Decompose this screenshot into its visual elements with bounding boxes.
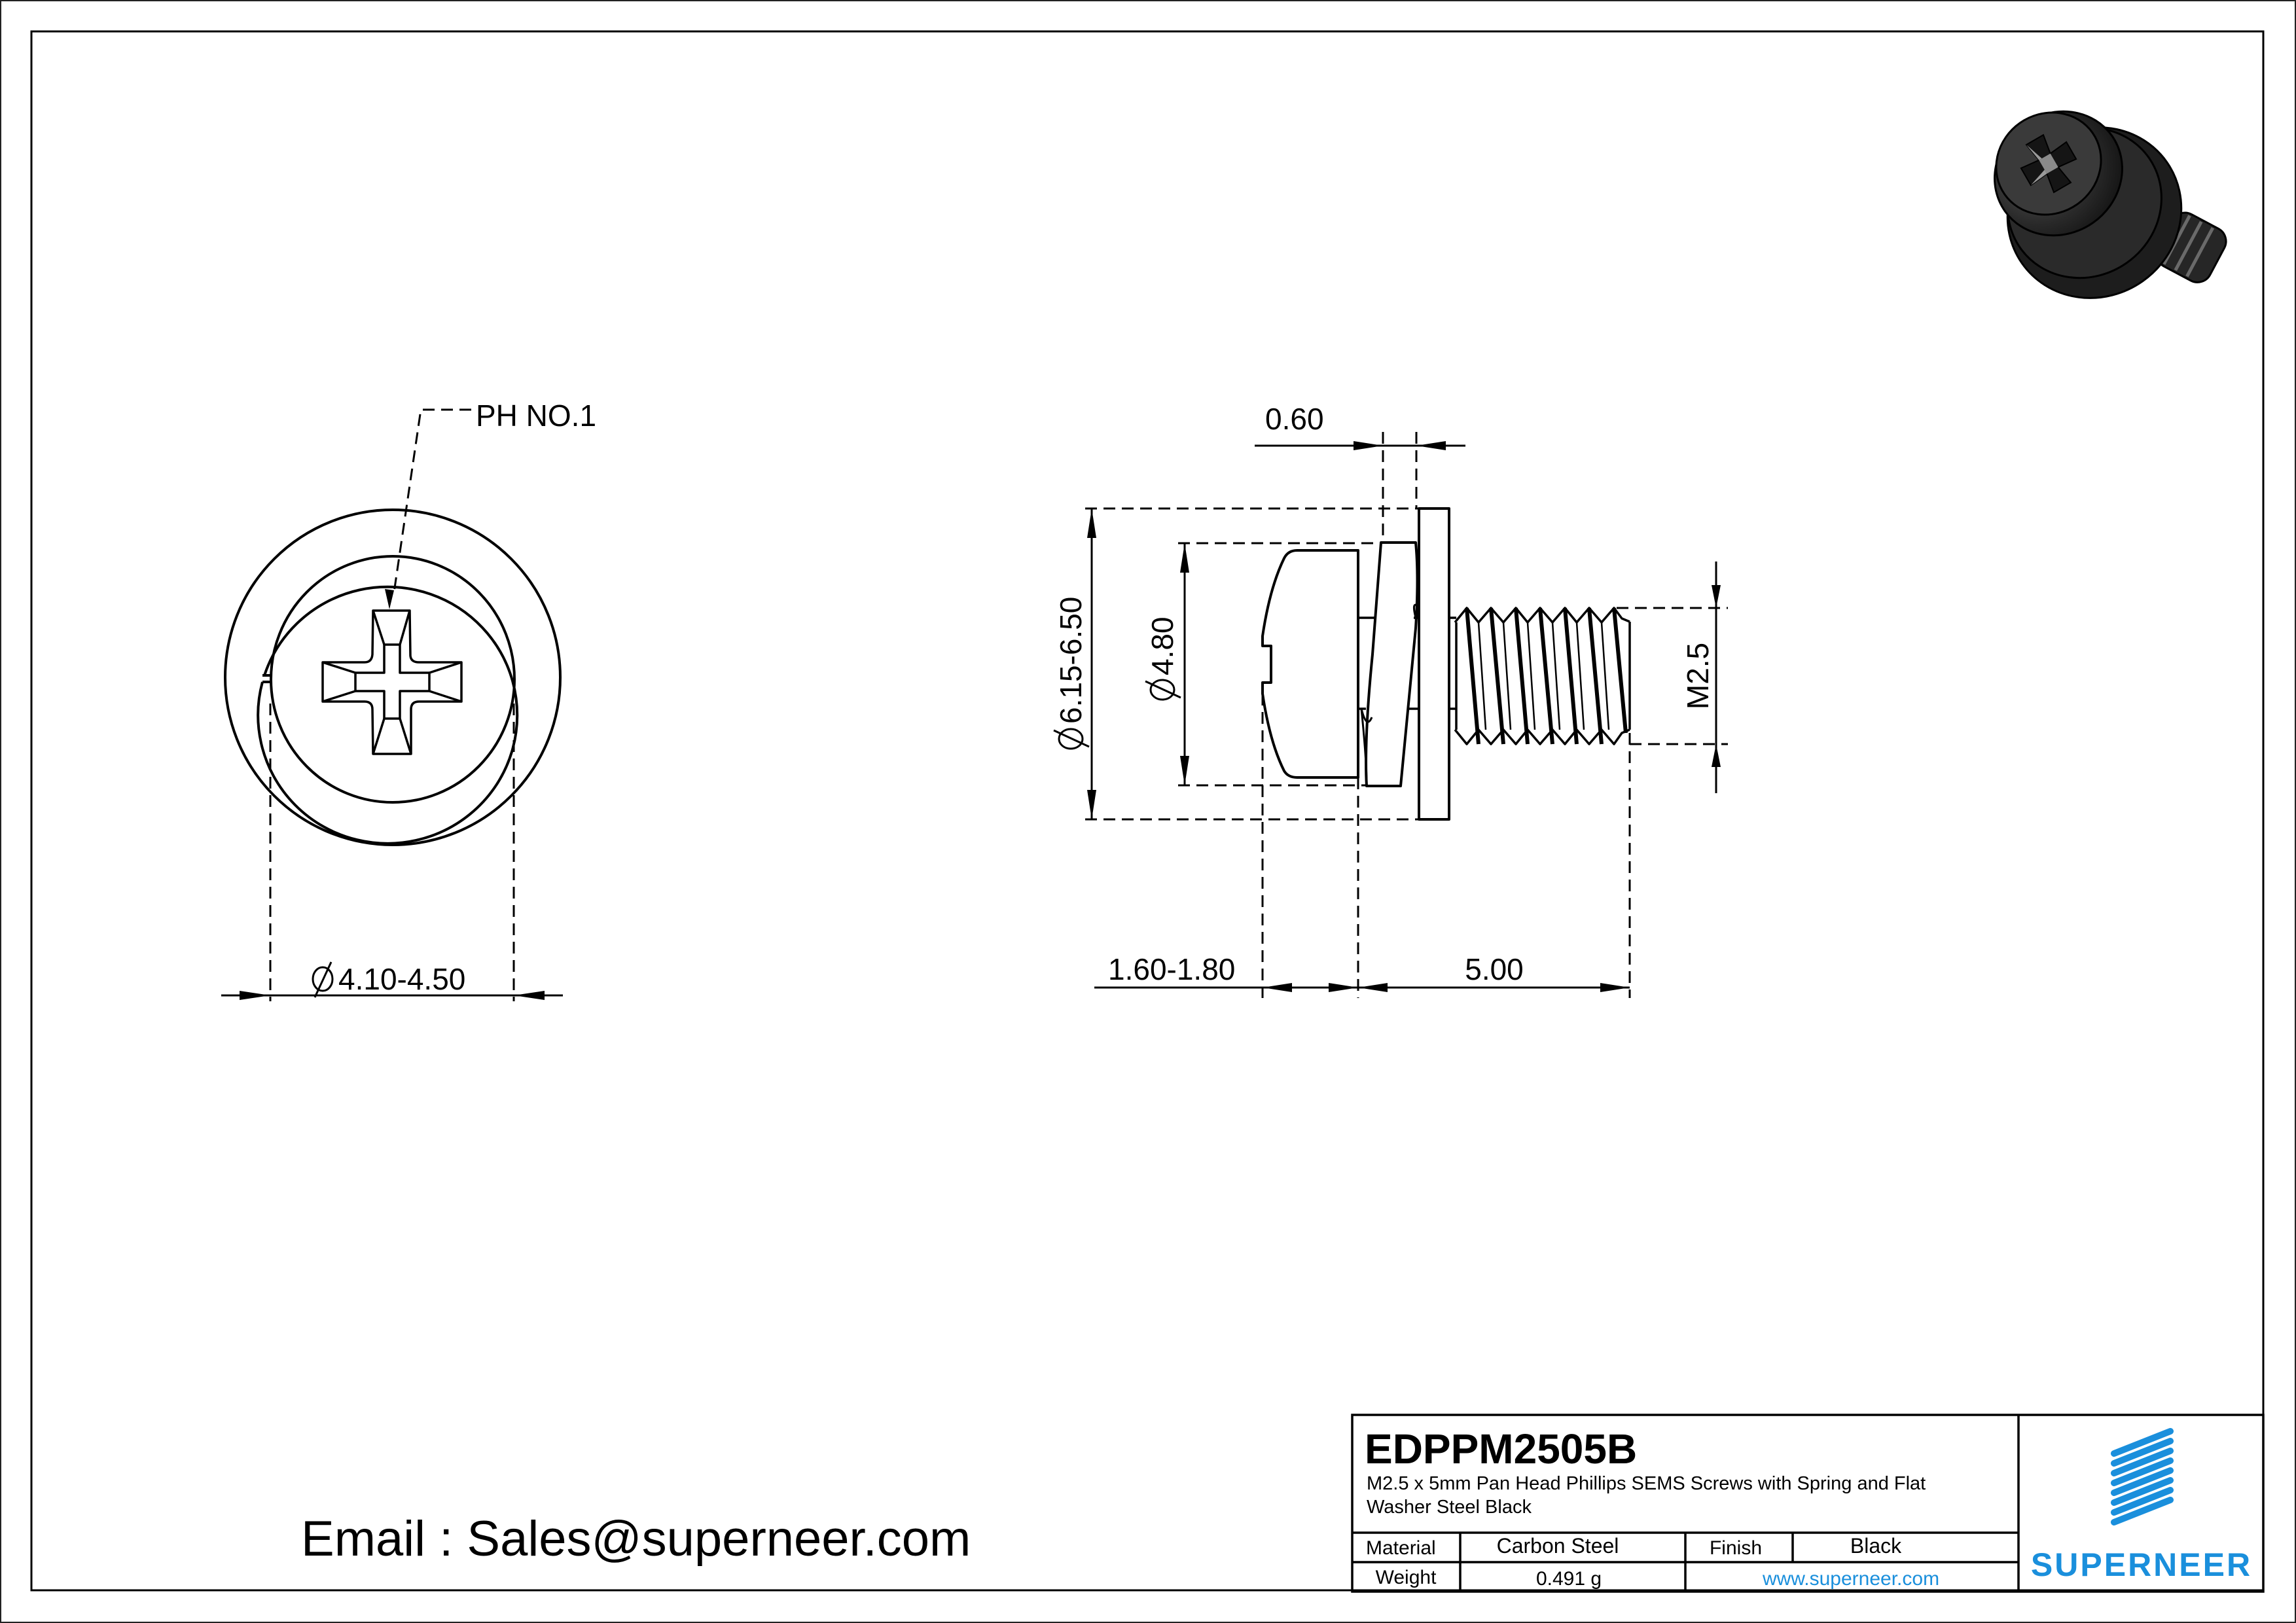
thread-profile: [1454, 607, 1631, 745]
side-view: [1261, 507, 1631, 821]
title-block: [1351, 1414, 2265, 1593]
svg-text:6.15-6.50: 6.15-6.50: [1054, 597, 1088, 724]
spring-washer-outline: [257, 585, 519, 845]
thread-size-dimension: M2.5: [1681, 643, 1715, 709]
material-label: Material: [1366, 1537, 1436, 1559]
screw-3d-render-icon: [1994, 110, 2227, 299]
finish-label: Finish: [1710, 1537, 1762, 1559]
flat-washer-outline: [224, 508, 562, 846]
spring-washer-edge: [1360, 603, 1418, 787]
contact-email[interactable]: Email : Sales@superneer.com: [301, 1511, 971, 1567]
diameter-symbol-icon: [1053, 728, 1090, 750]
website-link[interactable]: www.superneer.com: [1762, 1568, 1939, 1590]
callout-arrowhead: [385, 589, 394, 609]
top-view-diameter-label: 4.10-4.50: [312, 961, 465, 998]
spring-washer-gap: [262, 674, 271, 683]
part-description-line1: M2.5 x 5mm Pan Head Phillips SEMS Screws…: [1367, 1473, 1926, 1494]
head-diameter-dimension: 4.80: [1145, 616, 1181, 701]
head-height-dimension: 1.60-1.80: [1108, 952, 1235, 986]
spring-washer-profile: [1365, 541, 1419, 787]
phillips-size-callout: PH NO.1: [476, 399, 596, 433]
pan-head-outline: [1261, 549, 1359, 779]
brand-name: SUPERNEER: [2031, 1546, 2252, 1583]
top-view: [221, 408, 563, 1001]
phillips-recess: [321, 609, 463, 755]
flat-washer-profile: [1418, 507, 1450, 821]
part-number: EDPPM2505B: [1365, 1425, 1637, 1472]
washer-thickness-dimension: 0.60: [1265, 402, 1324, 436]
top-diameter-value: 4.10-4.50: [338, 962, 465, 996]
callout-leader: [393, 408, 471, 593]
drawing-border: [30, 30, 2265, 1592]
svg-text:M2.5: M2.5: [1681, 643, 1715, 709]
weight-label: Weight: [1376, 1567, 1437, 1588]
superneer-stripes-logo-icon: [2111, 1428, 2174, 1525]
outer-diameter-dimension: 6.15-6.50: [1053, 597, 1090, 750]
finish-value: Black: [1850, 1534, 1902, 1558]
material-value: Carbon Steel: [1497, 1534, 1619, 1558]
diameter-symbol-icon: [1145, 679, 1181, 701]
side-view-dimensions: [1085, 432, 1728, 998]
diameter-symbol-icon: [312, 961, 334, 998]
side-extension-lines: [1085, 432, 1728, 998]
part-description-line2: Washer Steel Black: [1367, 1497, 1532, 1518]
extension-lines: [269, 704, 515, 1001]
weight-value: 0.491 g: [1536, 1568, 1602, 1590]
svg-text:4.80: 4.80: [1145, 616, 1179, 675]
length-dimension: 5.00: [1465, 952, 1524, 986]
head-outline: [270, 555, 516, 804]
